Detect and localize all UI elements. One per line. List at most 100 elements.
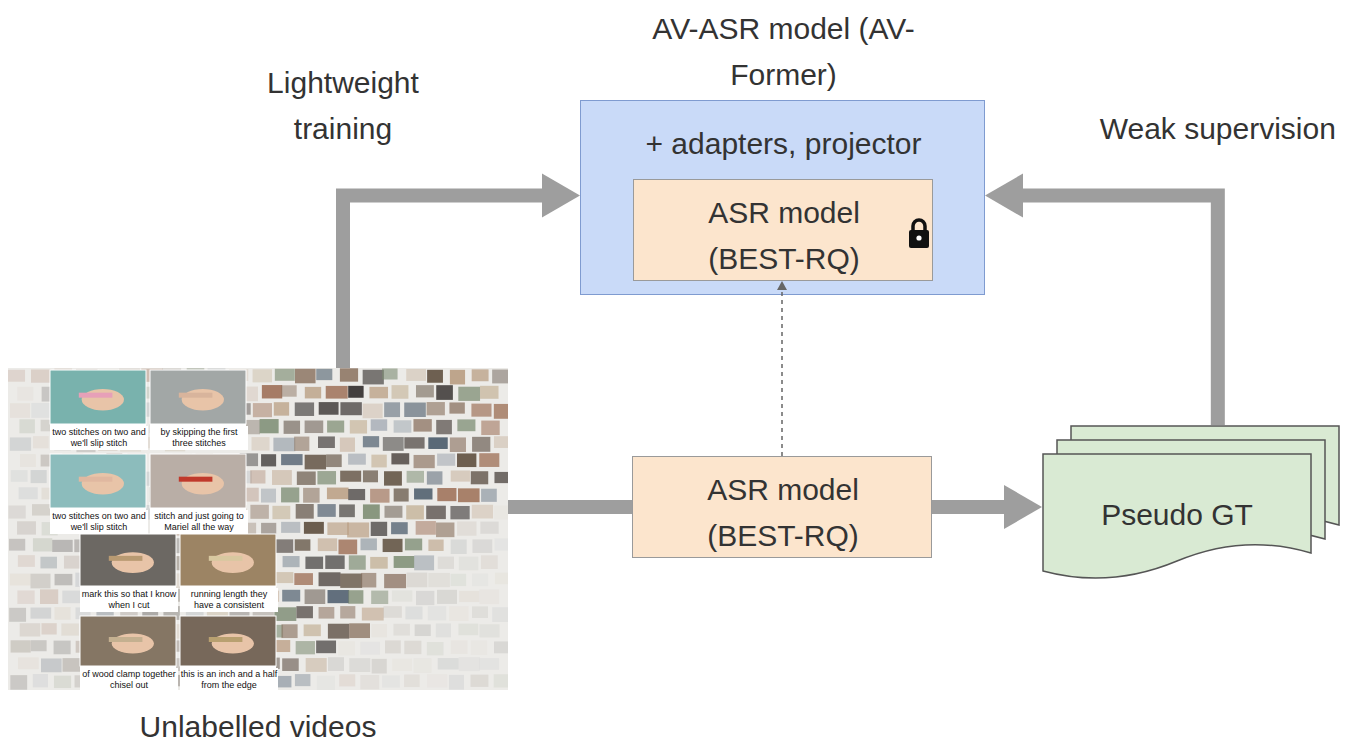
thumbnail-object xyxy=(209,637,243,642)
mosaic-tile xyxy=(436,623,451,637)
thumbnail-frame xyxy=(180,616,276,666)
mosaic-tile xyxy=(494,404,508,419)
document-page xyxy=(1043,454,1311,578)
mosaic-tile xyxy=(480,386,498,399)
mosaic-tile xyxy=(282,590,300,602)
arrow-head xyxy=(985,174,1023,218)
caption-slot: running length they have a consistent xyxy=(180,588,278,612)
mosaic-tile xyxy=(391,522,408,534)
mosaic-tile xyxy=(471,675,489,687)
mosaic-tile xyxy=(318,538,337,551)
mosaic-tile xyxy=(384,402,400,417)
video-caption: by skipping the first three stitches xyxy=(150,426,248,450)
mosaic-tile xyxy=(471,404,491,417)
mosaic-tile xyxy=(450,370,465,385)
mosaic-tile xyxy=(295,402,314,416)
flow-arrow-group xyxy=(932,485,1042,529)
mosaic-tile xyxy=(370,489,389,503)
mosaic-tile xyxy=(281,487,299,502)
mosaic-tile xyxy=(437,590,457,604)
mosaic-tile xyxy=(458,624,478,636)
mosaic-tile xyxy=(296,641,315,654)
mosaic-tile xyxy=(275,369,295,381)
mosaic-tile xyxy=(406,505,424,519)
video-caption: two stitches on two and we'll slip stitc… xyxy=(50,426,148,450)
mosaic-tile xyxy=(340,368,358,381)
mosaic-tile xyxy=(392,659,412,671)
mosaic-tile xyxy=(30,608,51,619)
mosaic-tile xyxy=(472,437,490,452)
mosaic-tile xyxy=(479,453,499,467)
flow-arrow-group xyxy=(985,174,1218,425)
mosaic-tile xyxy=(371,419,387,430)
video-caption: two stitches on two and we'll slip stitc… xyxy=(50,510,148,534)
mosaic-tile xyxy=(274,402,289,415)
mosaic-tile xyxy=(303,488,319,503)
mosaic-tile xyxy=(61,623,79,635)
video-thumbnail xyxy=(180,534,276,586)
mosaic-tile xyxy=(304,522,324,534)
arrow-head xyxy=(777,281,787,290)
thumbnail-frame xyxy=(50,454,146,508)
mosaic-tile xyxy=(295,674,310,686)
thumbnail-object xyxy=(179,477,213,482)
mosaic-tile xyxy=(340,402,361,415)
mosaic-tile xyxy=(459,591,479,602)
mosaic-tile xyxy=(261,454,276,466)
mosaic-tile xyxy=(8,370,25,382)
mosaic-tile xyxy=(492,607,508,622)
thumbnail-frame xyxy=(150,370,246,424)
mosaic-tile xyxy=(426,506,446,519)
mosaic-tile xyxy=(471,471,488,484)
mosaic-tile xyxy=(19,419,34,433)
collage-caption: Unlabelled videos xyxy=(8,704,508,750)
mosaic-tile xyxy=(304,624,321,636)
mosaic-tile xyxy=(339,504,355,517)
mosaic-tile xyxy=(392,590,412,601)
mosaic-tile xyxy=(451,470,470,481)
mosaic-tile xyxy=(297,471,316,484)
video-thumbnail xyxy=(80,616,176,666)
mosaic-tile xyxy=(328,624,349,639)
mosaic-tile xyxy=(282,658,299,671)
document-label: Pseudo GT xyxy=(1042,492,1312,538)
mosaic-tile xyxy=(9,539,25,551)
box-label-slot: ASR model (BEST-RQ) xyxy=(674,190,894,282)
thumbnail-hand xyxy=(182,473,224,495)
video-caption: mark this so that I know when I cut xyxy=(80,588,178,612)
mosaic-tile xyxy=(428,437,447,449)
mosaic-tile xyxy=(305,557,323,569)
mosaic-tile xyxy=(325,555,344,569)
mosaic-tile xyxy=(305,421,324,434)
flow-arrow xyxy=(343,196,543,368)
box-label: ASR model (BEST-RQ) xyxy=(674,190,894,282)
mosaic-tile xyxy=(479,624,499,637)
mosaic-tile xyxy=(319,572,341,586)
mosaic-tile xyxy=(404,437,424,448)
mosaic-tile xyxy=(457,521,476,535)
mosaic-tile xyxy=(260,419,279,433)
mosaic-tile xyxy=(394,420,412,432)
video-caption: this is an inch and a half from the edge xyxy=(180,668,278,692)
mosaic-tile xyxy=(339,674,355,686)
thumbnail-object xyxy=(79,477,113,482)
mosaic-tile xyxy=(472,606,488,618)
mosaic-tile xyxy=(9,608,26,622)
mosaic-tile xyxy=(363,370,384,385)
asr-box: ASR model (BEST-RQ) xyxy=(632,456,932,558)
mosaic-tile xyxy=(305,455,326,470)
mosaic-tile xyxy=(348,454,366,465)
mosaic-tile xyxy=(349,555,366,569)
model-subtitle-slot: + adapters, projector xyxy=(581,121,986,167)
mosaic-tile xyxy=(328,590,350,603)
mosaic-tile xyxy=(391,453,409,464)
mosaic-tile xyxy=(407,471,424,483)
mosaic-tile xyxy=(405,606,422,619)
mosaic-tile xyxy=(281,385,297,396)
mosaic-tile xyxy=(340,438,355,452)
mosaic-tile xyxy=(338,641,355,655)
mosaic-tile xyxy=(54,641,71,655)
mosaic-tile xyxy=(494,641,508,653)
mosaic-tile xyxy=(457,453,476,467)
mosaic-tile xyxy=(52,540,72,552)
